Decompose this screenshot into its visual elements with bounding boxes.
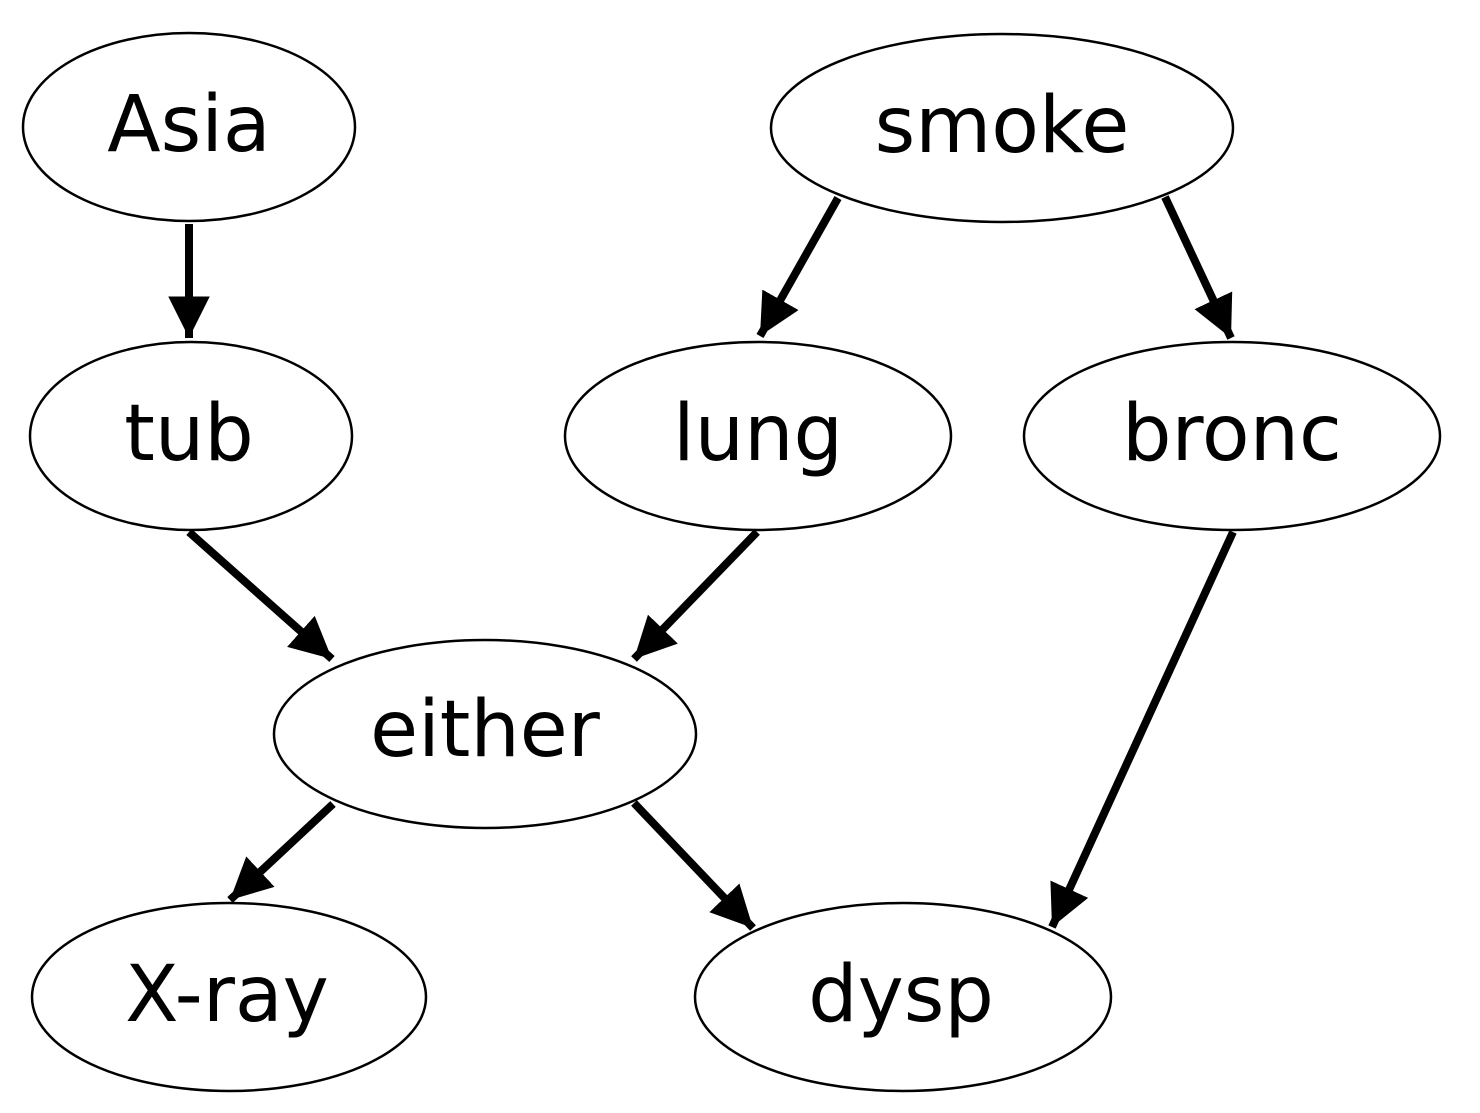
- node-xray-ellipse: [30, 901, 428, 1093]
- node-dysp: dysp: [693, 901, 1113, 1093]
- node-tub-label: tub: [124, 389, 254, 479]
- node-smoke: smoke: [769, 32, 1235, 224]
- node-bronc-ellipse: [1022, 340, 1442, 532]
- node-lung-label: lung: [673, 389, 843, 479]
- node-smoke-label: smoke: [875, 81, 1130, 171]
- edge-either-to-dysp: [631, 800, 756, 931]
- edge-lung-to-either: [631, 529, 760, 662]
- edge-either-to-xray: [227, 801, 336, 903]
- node-either: either: [272, 638, 698, 830]
- edge-smoke-to-lung: [756, 196, 842, 338]
- node-bronc: bronc: [1022, 340, 1442, 532]
- node-tub-ellipse: [28, 340, 354, 532]
- node-lung: lung: [563, 340, 953, 532]
- edge-tub-to-either: [186, 529, 335, 662]
- node-asia: Asia: [21, 31, 357, 223]
- node-lung-ellipse: [563, 340, 953, 532]
- node-tub: tub: [28, 340, 354, 532]
- node-asia-ellipse: [21, 31, 357, 223]
- node-dysp-label: dysp: [808, 950, 994, 1040]
- node-either-label: either: [370, 685, 601, 775]
- edge-smoke-to-bronc: [1161, 195, 1235, 340]
- node-bronc-label: bronc: [1122, 389, 1342, 479]
- node-xray: X-ray: [30, 901, 428, 1093]
- node-asia-label: Asia: [107, 80, 270, 170]
- edges: [168, 195, 1237, 931]
- node-xray-label: X-ray: [125, 950, 329, 1040]
- node-dysp-ellipse: [693, 901, 1113, 1093]
- edge-bronc-to-dysp: [1048, 530, 1237, 929]
- node-smoke-ellipse: [769, 32, 1235, 224]
- node-either-ellipse: [272, 638, 698, 830]
